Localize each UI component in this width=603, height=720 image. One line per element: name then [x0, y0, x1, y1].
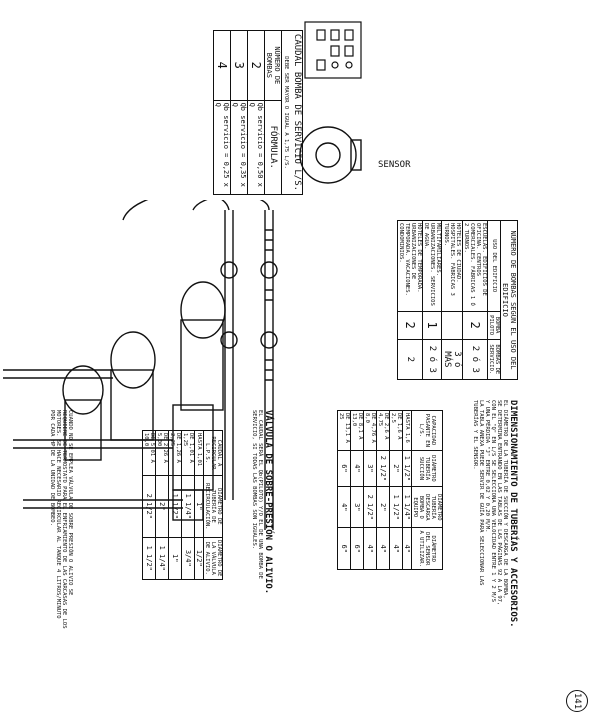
nota-section: CUANDO NO SE EMPLEA VÁLVULA DE SOBRE PRE…: [49, 410, 73, 690]
diametro-table: CAPACIDAD PASANTE EN L/S. DIÁMETRO TUBER…: [337, 410, 443, 570]
text-line: SERVICIO, SI TODAS LAS BOMBAS SON IGUALE…: [251, 410, 257, 550]
sensor-icon: [299, 126, 362, 184]
uso-table: NÚMERO DE BOMBAS SEGÚN EL USO DEL EDIFIC…: [397, 220, 518, 380]
control-panel-icon: [304, 21, 362, 79]
recirculacion-header: DIÁMETRO DE LA VÁLVULA DE ALIVIO.: [203, 537, 223, 580]
table-row: HOTELES DE CIUDAD. HOSPITALES. FÁBRICAS …: [441, 220, 463, 380]
page-number: 141: [566, 690, 588, 712]
text-line: CON EL "Q" EN L/S SE SELECCIONA UNA VELO…: [490, 400, 496, 602]
valvula-title: VÁLVULA DE SOBRE-PRESIÓN O ALIVIO.: [263, 410, 273, 595]
sensor-label: SENSOR: [378, 160, 411, 170]
recirculacion-header: CAUDAL A RECIRCULAR L.P.S.: [203, 430, 223, 476]
uso-col3: BOMBAS DE SERVICIO.: [487, 339, 501, 380]
caudal-col2: FÓRMULA.: [264, 100, 282, 195]
uso-title: NÚMERO DE BOMBAS SEGÚN EL USO DEL EDIFIC…: [500, 220, 518, 380]
caudal-col1: NÚMERO DE BOMBAS: [264, 30, 282, 101]
table-row: MULTIFAMILIARES. URBANIZACIONES. SERVICI…: [422, 220, 442, 380]
diametro-header: DIÁMETRO TUBERÍA SUCCIÓN: [411, 450, 443, 487]
caudal-header: CAUDAL BOMBA DE SERVICIO L/S. DEBE SER M…: [281, 30, 303, 195]
dimensionamiento-section: DIMENSIONAMIENTO DE TUBERÍAS Y ACCESORIO…: [472, 400, 518, 700]
text-line: EL CAUDAL SERÁ EL Qb(PILOTO) Y/O EL DE U…: [257, 410, 263, 579]
text-line: SE DETERMINA ENTRANDO EN LAS TABLAS DE L…: [496, 400, 502, 606]
diametro-header: DIÁMETRO DEL SENSOR A UTILIZAR.: [411, 527, 443, 570]
recirculacion-table: CAUDAL A RECIRCULAR L.P.S. DIÁMETRO DE T…: [142, 430, 223, 580]
diametro-header: CAPACIDAD PASANTE EN L/S.: [411, 410, 443, 451]
dimensionamiento-title: DIMENSIONAMIENTO DE TUBERÍAS Y ACCESORIO…: [508, 400, 518, 628]
text-line: LA TABLA ANEXA PUEDE SERVIR DE GUÍA PARA…: [478, 400, 484, 586]
uso-col1: USO DEL EDIFICIO: [487, 220, 501, 311]
table-row: HOTELES DE TEMPORADA. URBANIZACIONES DE …: [397, 220, 423, 380]
caudal-table: CAUDAL BOMBA DE SERVICIO L/S. DEBE SER M…: [213, 30, 303, 195]
diametro-header: DIÁMETRO TUBERÍA DESCARGA BOMBA O EQUIPO: [411, 486, 443, 528]
valvula-section: VÁLVULA DE SOBRE-PRESIÓN O ALIVIO. EL CA…: [251, 410, 273, 660]
text-line: MOTORES. SE HACE NECESARIO RECIRCULAR AL…: [55, 410, 61, 619]
table-row: ESCUELAS. EDIFICIOS DE OFICINA. CENTROS …: [462, 220, 488, 380]
text-line: CUANDO NO SE EMPLEA VÁLVULA DE SOBRE PRE…: [67, 410, 73, 596]
text-line: REQUIERE DE TERMOSTATO PARA EL ENFRIAMIE…: [61, 410, 67, 629]
pump-assembly-illustration: [3, 200, 278, 530]
recirculacion-header: DIÁMETRO DE TUBERÍA DE RECIRCULACIÓN.: [203, 475, 223, 538]
uso-col2: BOMBA PILOTO: [487, 311, 501, 340]
text-line: EL DIÁMETRO DE LA TUBERÍA DE SUCCIÓN Y D…: [502, 400, 508, 599]
